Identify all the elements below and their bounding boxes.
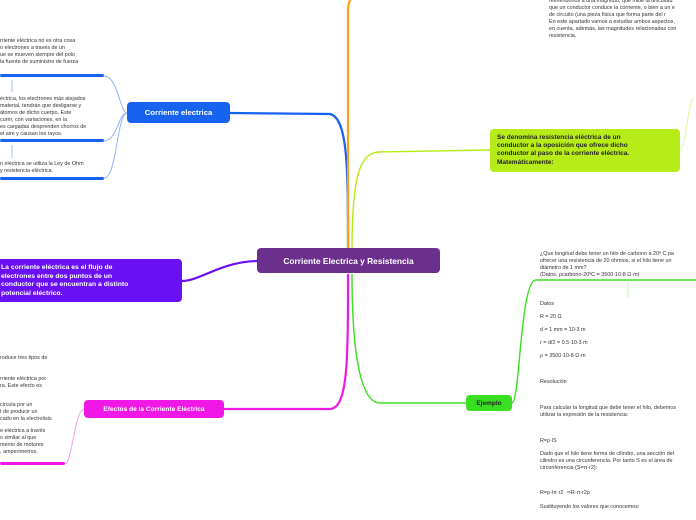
ejemplo-para: Para calcular la longitud que debe tener…	[540, 405, 677, 419]
link-corriente-note1	[103, 75, 128, 114]
link-ejemplo-question	[511, 279, 696, 404]
efectos-note-2: rriente eléctrica por ra. Este efecto es	[0, 376, 47, 390]
ejemplo-r: R = 20 Ω	[540, 314, 562, 320]
corriente-note-3-underline	[0, 177, 104, 180]
ejemplo-radio: r = d/2 = 0.5·10-3 m	[540, 340, 588, 346]
corriente-electrica-node[interactable]: Corriente electrica	[127, 102, 230, 123]
corriente-note-2-underline	[0, 139, 104, 142]
corriente-note-1: rriente eléctrica no es otra cosa o elec…	[0, 38, 79, 66]
resistencia-node[interactable]: Se denomina resistencia eléctrica de un …	[490, 129, 680, 172]
efectos-note-underline	[0, 462, 65, 465]
efectos-note-3: circula por un t de producir un cado en …	[0, 402, 54, 423]
ejemplo-question: ¿Que longitud debe tener un hilo de carb…	[540, 251, 674, 279]
link-definition	[181, 259, 258, 283]
link-orange	[346, 0, 352, 250]
efectos-note-4: e eléctrica a través o similar al que me…	[0, 428, 46, 456]
ejemplo-datos: Datos	[540, 301, 555, 307]
link-corriente-note2	[103, 112, 128, 142]
link-resistencia-up	[679, 97, 695, 151]
ejemplo-formula1: R=ρ·lS	[540, 438, 557, 444]
link-ejemplo	[351, 273, 466, 404]
ejemplo-formula2: R=ρ·lπ·r2 ⇒R·π·r2ρ	[540, 490, 590, 496]
link-efectos	[224, 273, 350, 411]
efectos-node[interactable]: Efectos de la Corriente Eléctrica	[84, 400, 224, 418]
link-corriente-note3	[103, 112, 128, 179]
link-resistencia	[351, 149, 491, 251]
ejemplo-node[interactable]: Ejemplo	[466, 395, 512, 411]
ejemplo-rho: ρ = 3500·10-8 Ω·m	[540, 353, 586, 359]
link-corriente	[229, 111, 350, 251]
central-topic[interactable]: Corriente Electrica y Resistencia	[257, 248, 440, 273]
corriente-note-2: éctrica, los electrones más alejados mat…	[0, 96, 87, 138]
link-efectos-notes	[64, 408, 85, 465]
ejemplo-sustituyendo: Sustituyendo los valores que conocemos:	[540, 504, 640, 510]
ejemplo-resolucion: Resolución	[540, 379, 567, 385]
resistencia-note-top: refiriéndonos a una magnitud, que mide l…	[549, 0, 677, 40]
ejemplo-d: d = 1 mm = 10-3 m	[540, 327, 586, 333]
definition-node[interactable]: La corriente eléctrica es el flujo de el…	[0, 259, 182, 302]
corriente-note-1-underline	[0, 74, 104, 77]
efectos-note-1: roduce tres tipos de	[0, 355, 48, 361]
ejemplo-dado: Dado que el hilo tiene forma de cilindro…	[540, 451, 674, 472]
corriente-note-3: n eléctrica se utiliza la Ley de Ohm y r…	[0, 161, 84, 175]
